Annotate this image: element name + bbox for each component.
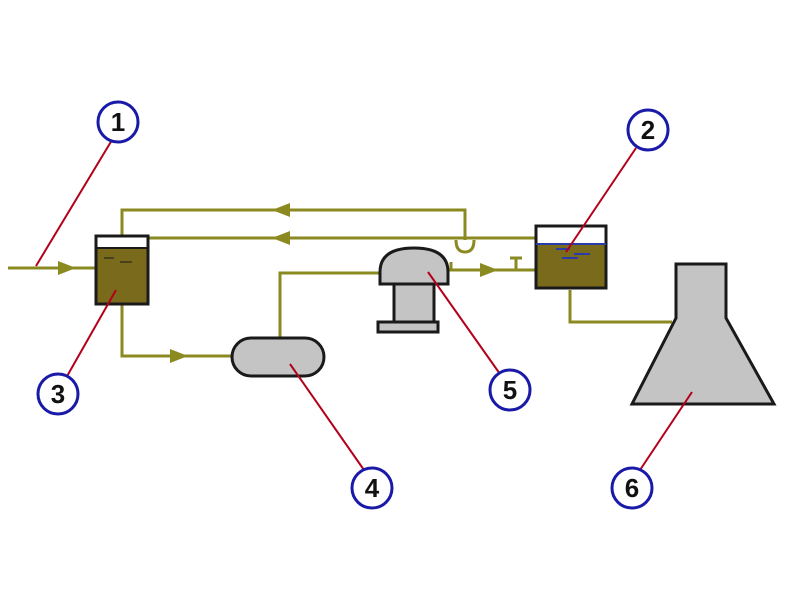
pump-5-dome: [378, 246, 450, 286]
callout-6: 6: [610, 466, 654, 510]
callout-1-label: 1: [111, 107, 125, 137]
fitting-u: [454, 239, 476, 254]
arrow-to-vessel4: [170, 349, 188, 363]
leader-4: [289, 363, 365, 471]
fitting-stub: [449, 262, 465, 272]
leader-3: [65, 289, 117, 379]
pipe-vessel4-to-pump5: [278, 271, 384, 338]
pump-5-base: [376, 320, 440, 334]
tank-2-frame: [534, 224, 608, 290]
vessel-4: [230, 336, 326, 378]
callout-2-circle: [626, 108, 670, 152]
pipe-tank2-to-unit6: [568, 290, 672, 324]
pump-5-body: [392, 282, 436, 324]
callout-5: 5: [488, 368, 532, 412]
callout-1: 1: [96, 100, 140, 144]
tank-3: [94, 234, 150, 306]
callout-2: 2: [626, 108, 670, 152]
arrow-return-lower: [272, 231, 290, 245]
tank-2: [534, 224, 608, 290]
arrow-inlet: [58, 261, 76, 275]
pump-5: [376, 246, 450, 334]
callout-5-circle: [488, 368, 532, 412]
arrow-recycle-upper: [272, 203, 290, 217]
recycle-pipe-upper: [120, 208, 467, 240]
callout-4: 4: [350, 466, 394, 510]
callout-3: 3: [36, 372, 80, 416]
leader-1: [35, 139, 113, 267]
callout-4-label: 4: [365, 473, 380, 503]
callout-5-label: 5: [503, 375, 517, 405]
leader-2: [565, 147, 637, 253]
callout-3-label: 3: [51, 379, 65, 409]
tank-3-frame: [94, 234, 150, 306]
tank-2-liquid: [536, 244, 606, 288]
arrow-to-tank2: [480, 263, 498, 277]
callout-3-circle: [36, 372, 80, 416]
pipe-tank3-to-vessel4: [120, 304, 232, 358]
callout-4-circle: [350, 466, 394, 510]
callout-6-circle: [610, 466, 654, 510]
callout-6-label: 6: [625, 473, 639, 503]
flow-arrows: [58, 203, 498, 363]
unit-6: [629, 262, 777, 406]
callout-1-circle: [96, 100, 140, 144]
leader-6: [639, 391, 693, 471]
tank-3-liquid: [96, 248, 148, 304]
callout-2-label: 2: [641, 115, 655, 145]
leader-lines: [35, 139, 693, 471]
leader-5: [427, 271, 501, 375]
